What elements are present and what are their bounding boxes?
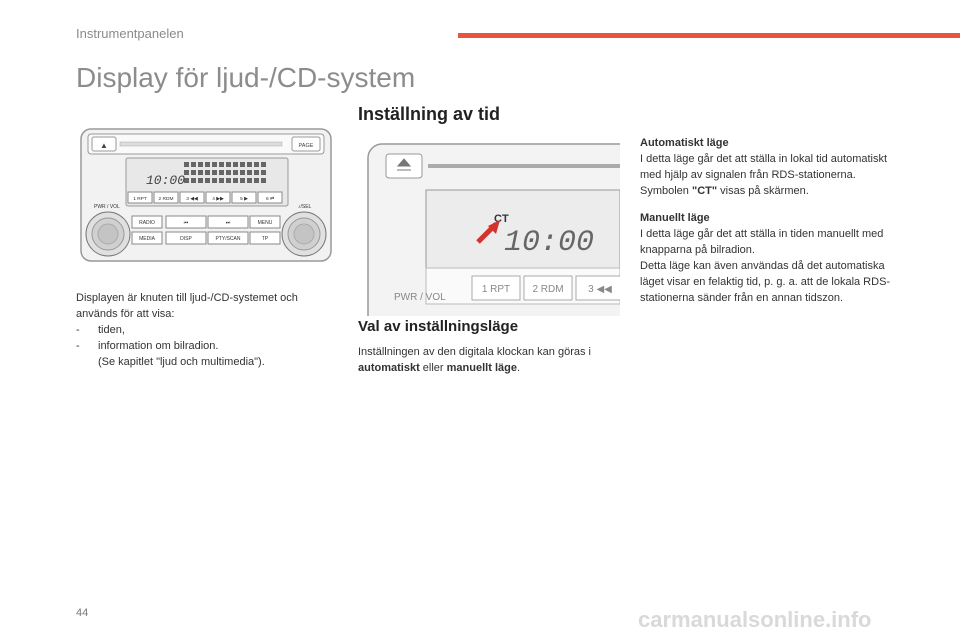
heading-time-setting: Inställning av tid [358, 104, 501, 124]
automatic-mode-symbol: Symbolen "CT" visas på skärmen. [640, 185, 809, 197]
radio-pwr-vol-label: PWR / VOL [94, 204, 120, 210]
manual-mode-text: I detta läge går det att ställa in tiden… [640, 228, 884, 256]
list-item: -information om bilradion. [76, 340, 219, 352]
list-item: -tiden, [76, 324, 125, 336]
zoom-preset-2: 2 RDM [532, 284, 563, 295]
zoom-preset-3: 3 ◀◀ [588, 284, 612, 295]
radio-illustration: ▲ PAGE 10:00 1 RPT 2 RDM 3 ◀◀ 4 ▶▶ 5 ▶ 6… [80, 128, 332, 262]
volume-knob [85, 211, 131, 257]
clock-display-illustration: CT 10:00 1 RPT 2 RDM 3 ◀◀ PWR / VOL [367, 143, 620, 316]
radio-preset-6: 6 ⇄ [266, 196, 274, 202]
radio-clock: 10:00 [146, 173, 185, 188]
radio-key-menu: MENU [258, 220, 273, 226]
radio-preset-3: 3 ◀◀ [186, 196, 198, 202]
intro-lead: Displayen är knuten till ljud-/CD-system… [76, 292, 298, 320]
radio-key-next: ⏭ [226, 220, 231, 226]
radio-key-tp: TP [262, 236, 269, 242]
mode-paragraph: Inställningen av den digitala klockan ka… [358, 346, 591, 374]
eject-icon: ▲ [100, 141, 108, 150]
manual-mode-text-2: Detta läge kan även användas då det auto… [640, 260, 891, 304]
watermark: carmanualsonline.info [638, 607, 872, 632]
zoom-pwr-vol-label: PWR / VOL [394, 292, 446, 303]
radio-preset-2: 2 RDM [159, 196, 174, 202]
zoom-preset-1: 1 RPT [482, 284, 510, 295]
page-title: Display för ljud-/CD-system [76, 62, 416, 93]
radio-key-media: MEDIA [139, 236, 156, 242]
radio-preset-1: 1 RPT [133, 196, 147, 202]
eject-icon [396, 158, 412, 171]
intro-note: (Se kapitlet "ljud och multimedia"). [98, 356, 265, 368]
select-knob [281, 211, 327, 257]
radio-key-radio: RADIO [139, 220, 155, 226]
automatic-mode-label: Automatiskt läge [640, 137, 729, 149]
radio-key-pty-scan: PTY/SCAN [215, 236, 240, 242]
section-label: Instrumentpanelen [76, 26, 184, 41]
zoom-clock: 10:00 [504, 226, 594, 260]
radio-preset-4: 4 ▶▶ [212, 196, 224, 202]
header-accent-bar [458, 33, 960, 38]
mode-descriptions: Automatiskt läge I detta läge går det at… [640, 135, 894, 306]
pointer-arrow-icon [488, 220, 500, 234]
page-number: 44 [76, 607, 89, 619]
radio-sel-label: ♪/SEL [298, 204, 312, 210]
automatic-mode-text: I detta läge går det att ställa in lokal… [640, 153, 888, 181]
intro-text: Displayen är knuten till ljud-/CD-system… [76, 290, 334, 370]
radio-preset-5: 5 ▶ [240, 196, 248, 202]
page-button-label: PAGE [299, 143, 314, 149]
radio-key-prev: ⏮ [184, 220, 189, 226]
manual-mode-label: Manuellt läge [640, 212, 710, 224]
heading-mode-selection: Val av inställningsläge [358, 318, 519, 335]
radio-key-disp: DISP [180, 236, 192, 242]
